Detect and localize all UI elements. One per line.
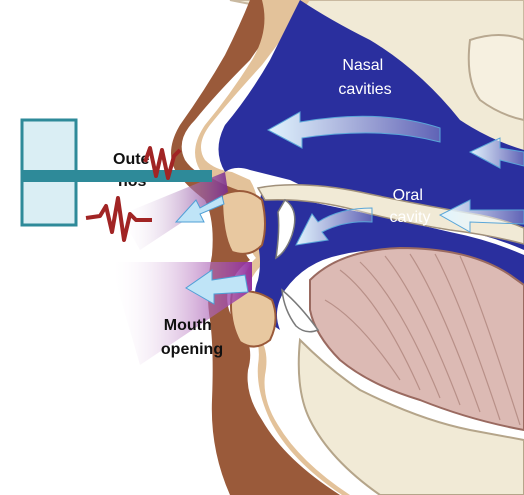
upper-lip: [222, 191, 265, 254]
